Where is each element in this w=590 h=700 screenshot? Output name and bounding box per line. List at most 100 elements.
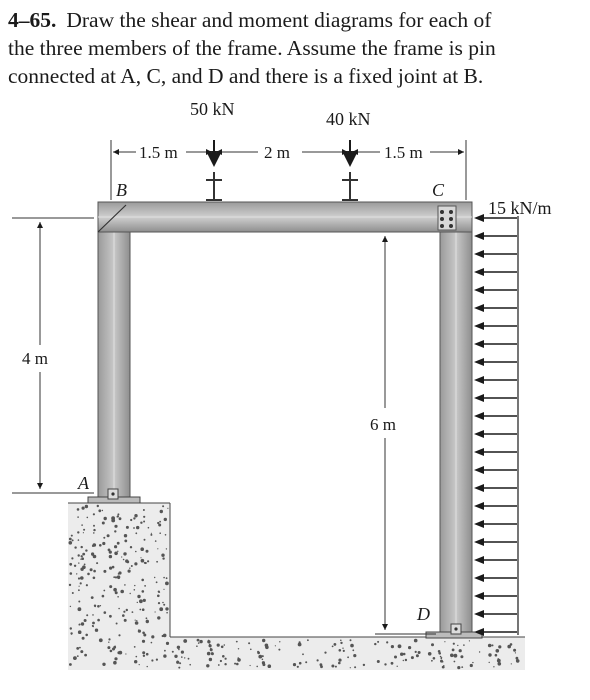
dim-2m: 2 m (264, 143, 290, 162)
ground-speckle (90, 596, 94, 599)
ground-speckle (154, 540, 157, 542)
ground-speckle (164, 534, 167, 536)
ground-speckle (216, 643, 220, 647)
ground-speckle (402, 652, 406, 656)
ground-speckle (77, 539, 80, 541)
ground-speckle (515, 656, 519, 660)
ground-speckle (509, 643, 513, 646)
ground-speckle (431, 643, 434, 647)
ground-speckle (79, 646, 81, 649)
ground-speckle (249, 664, 251, 667)
ground-speckle (102, 541, 106, 546)
ground-speckle (125, 525, 129, 529)
ground-speckle (236, 662, 239, 666)
ground-speckle (147, 560, 150, 563)
ground-speckle (134, 584, 136, 587)
ground-speckle (92, 576, 96, 580)
ground-speckle (125, 608, 128, 612)
ground-speckle (101, 521, 105, 525)
ground-speckle (350, 643, 354, 648)
ground-speckle (495, 649, 500, 653)
ground-speckle (347, 656, 349, 659)
ground-speckle (146, 665, 148, 668)
ground-speckle (140, 547, 144, 551)
ground-speckle (142, 509, 145, 511)
ground-speckle (155, 581, 158, 584)
ground-speckle (111, 516, 115, 521)
ground-speckle (78, 623, 81, 626)
ground-speckle (68, 541, 73, 545)
ground-speckle (147, 526, 150, 529)
distributed-load-arrowhead (474, 322, 484, 330)
support-d (425, 623, 483, 639)
ground-speckle (163, 576, 165, 579)
ground-speckle (107, 548, 111, 552)
ground-speckle (396, 665, 398, 667)
ground-speckle (113, 660, 117, 665)
ground-speckle (362, 663, 366, 667)
ground-speckle (143, 520, 146, 523)
ground-speckle (71, 557, 74, 560)
ground-speckle (142, 631, 145, 635)
ground-speckle (450, 653, 454, 658)
ground-speckle (103, 589, 106, 592)
distributed-load-arrowhead (474, 592, 484, 600)
ground-speckle (93, 532, 95, 534)
ground-speckle (342, 649, 345, 653)
ground-speckle (320, 665, 323, 669)
ground-speckle (163, 588, 165, 590)
ground-speckle (109, 614, 112, 618)
ground-speckle (80, 622, 85, 626)
ground-speckle (76, 655, 79, 657)
ground-speckle (77, 577, 81, 580)
ground-speckle (92, 513, 95, 516)
ground-speckle (76, 573, 78, 575)
ground-speckle (91, 624, 94, 627)
problem-line-3: connected at A, C, and D and there is a … (8, 64, 484, 88)
distributed-load-label: 15 kN/m (488, 198, 552, 218)
ground (68, 502, 525, 670)
ground-speckle (114, 530, 117, 533)
ground-speckle (108, 554, 113, 559)
ground-speckle (76, 647, 80, 650)
ground-speckle (118, 650, 123, 655)
ground-speckle (165, 607, 169, 611)
ground-speckle (103, 569, 107, 573)
dimension-4m: 4 m (12, 217, 94, 494)
ground-speckle (133, 517, 136, 520)
ground-speckle (219, 659, 222, 663)
ground-speckle (165, 581, 169, 586)
ground-speckle (78, 562, 80, 564)
ground-speckle (136, 525, 140, 530)
ground-speckle (180, 650, 184, 654)
ground-speckle (338, 658, 342, 662)
ground-speckle (137, 594, 141, 599)
ground-speckle (390, 645, 394, 649)
ground-speckle (133, 527, 135, 529)
ground-speckle (80, 545, 83, 549)
ground-speckle (91, 568, 93, 570)
distributed-load-arrowhead (474, 484, 484, 492)
ground-speckle (114, 645, 116, 647)
load-40kn: 40 kN (326, 109, 371, 201)
ground-speckle (493, 666, 495, 668)
ground-speckle (92, 621, 95, 625)
ground-speckle (374, 642, 377, 646)
label-c: C (432, 180, 445, 200)
ground-speckle (141, 578, 144, 582)
ground-speckle (125, 653, 127, 655)
ground-speckle (461, 666, 464, 668)
ground-speckle (69, 572, 73, 575)
ground-speckle (217, 664, 220, 666)
ground-speckle (124, 539, 128, 543)
ground-speckle (114, 657, 118, 661)
ground-speckle (460, 655, 464, 659)
ground-speckle (114, 576, 118, 579)
ground-speckle (117, 576, 120, 580)
distributed-load-arrowhead (474, 250, 484, 258)
ground-speckle (157, 521, 160, 525)
ground-speckle (404, 658, 408, 662)
ground-speckle (488, 661, 490, 664)
ground-speckle (176, 660, 180, 664)
distributed-load-arrowhead (474, 214, 484, 222)
